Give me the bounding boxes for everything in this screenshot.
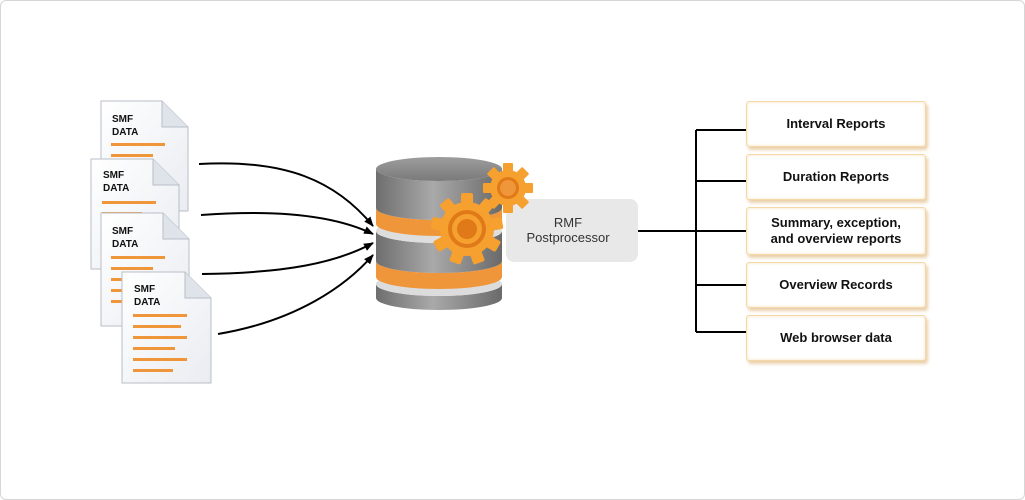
arrow-connector [201,242,374,275]
large-gear-icon [430,193,504,265]
output-label-line: Duration Reports [782,169,890,184]
source-label-1: SMF DATA [112,113,138,139]
arrow-connector [217,254,374,335]
processor-label-line: RMF [553,215,583,230]
source-label-3: SMF DATA [112,225,138,251]
text-line-mark [111,154,153,157]
output-label-line: Web browser data [780,330,892,345]
source-label-line: DATA [112,239,139,250]
text-line-mark [111,256,165,259]
output-box-web-browser-data: Web browser data [746,315,926,361]
output-label-line: and overview reports [770,231,902,246]
processor-label: RMF Postprocessor [508,215,628,245]
output-box-duration-reports: Duration Reports [746,154,926,200]
text-line-mark [133,347,175,350]
output-label-line: Overview Records [779,277,893,292]
source-label-line: SMF [112,226,134,237]
source-label-line: SMF [103,170,125,181]
text-line-mark [133,336,187,339]
text-line-mark [102,201,156,204]
output-box-summary-reports: Summary, exception, and overview reports [746,207,926,255]
small-gear-icon [483,163,533,213]
source-label-line: DATA [112,127,139,138]
processor-label-line: Postprocessor [526,230,610,245]
source-label-4: SMF DATA [134,283,160,309]
output-box-overview-records: Overview Records [746,262,926,308]
text-line-mark [133,358,187,361]
source-label-line: DATA [134,297,161,308]
source-label-2: SMF DATA [103,169,129,195]
text-line-mark [133,314,187,317]
output-connectors [638,129,746,333]
text-line-mark [133,369,173,372]
output-label-line: Summary, exception, [771,215,901,230]
text-line-mark [111,143,165,146]
source-label-line: SMF [134,284,156,295]
source-arrows [198,162,374,335]
text-line-mark [111,267,153,270]
text-line-mark [133,325,181,328]
output-box-interval-reports: Interval Reports [746,101,926,147]
arrow-connector [198,162,374,227]
source-label-line: DATA [103,183,130,194]
smf-data-document-4 [121,271,212,384]
processor-label-background [506,199,638,262]
output-label-line: Interval Reports [786,116,886,131]
arrow-connector [200,211,374,235]
source-label-line: SMF [112,114,134,125]
